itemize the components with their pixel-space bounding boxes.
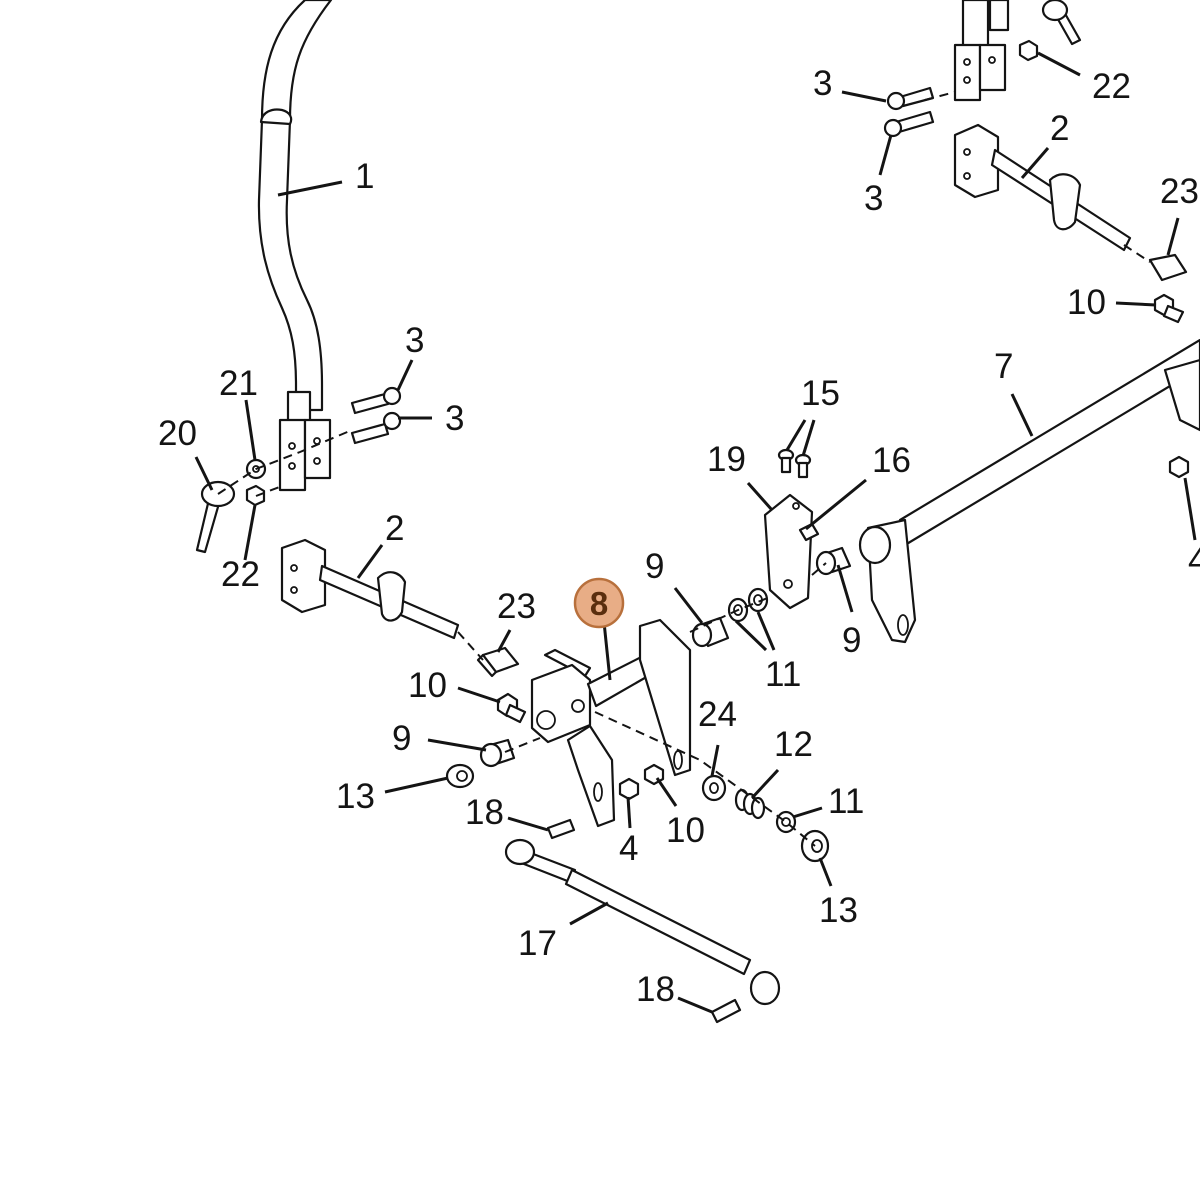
callout-3[interactable]: 3: [864, 179, 883, 218]
callout-23[interactable]: 23: [497, 587, 536, 626]
callout-7[interactable]: 7: [994, 347, 1013, 386]
part-9-spacer[interactable]: [479, 738, 516, 768]
callout-10[interactable]: 10: [666, 811, 705, 850]
callout-23[interactable]: 23: [1160, 172, 1199, 211]
highlight-badge: [573, 577, 625, 629]
callout-4[interactable]: 4: [1188, 541, 1200, 580]
part-10-bolt[interactable]: [496, 692, 527, 724]
callout-13[interactable]: 13: [336, 777, 375, 816]
part-17-gas-strut[interactable]: [504, 838, 781, 1006]
part-15-screw[interactable]: [794, 453, 812, 479]
part-19-bracket[interactable]: [763, 493, 814, 610]
callout-20[interactable]: 20: [158, 414, 197, 453]
callout-15[interactable]: 15: [801, 374, 840, 413]
callout-19[interactable]: 19: [707, 440, 746, 479]
part-18-ball-stud[interactable]: [546, 818, 576, 840]
part-24-washer[interactable]: [701, 774, 727, 802]
part-3-bolt[interactable]: [886, 86, 935, 111]
callout-9[interactable]: 9: [842, 621, 861, 660]
part-22-nut[interactable]: [1018, 39, 1039, 62]
part-12-spring[interactable]: [734, 788, 766, 820]
callout-13[interactable]: 13: [819, 891, 858, 930]
callout-4[interactable]: 4: [619, 829, 638, 868]
part-22-nut[interactable]: [245, 484, 266, 507]
callout-9[interactable]: 9: [392, 719, 411, 758]
callout-3[interactable]: 3: [405, 321, 424, 360]
callout-2[interactable]: 2: [385, 509, 404, 548]
callout-9[interactable]: 9: [645, 547, 664, 586]
callout-1[interactable]: 1: [355, 157, 374, 196]
part-2-pivot-shaft[interactable]: [280, 538, 460, 640]
callout-3[interactable]: 3: [813, 64, 832, 103]
leader-lines: [194, 51, 1197, 1014]
part-15-screw[interactable]: [777, 448, 795, 474]
part-10-bolt[interactable]: [1153, 293, 1185, 324]
callout-2[interactable]: 2: [1050, 109, 1069, 148]
part-23-bushing[interactable]: [1148, 253, 1188, 282]
part-3-bolt[interactable]: [350, 411, 402, 445]
part-18-ball-stud[interactable]: [710, 998, 742, 1024]
part-1-handle-fragment[interactable]: [953, 0, 1010, 102]
callout-8: 8: [590, 585, 608, 622]
callout-24[interactable]: 24: [698, 695, 737, 734]
part-23-bushing[interactable]: [476, 646, 520, 678]
callouts: 1 2 2 3 3 3 3 4 4 7 9 9 9 10 10 10 11 11…: [158, 64, 1200, 1009]
callout-10[interactable]: 10: [408, 666, 447, 705]
part-9-spacer[interactable]: [815, 546, 852, 576]
part-1-handle[interactable]: [257, 0, 333, 492]
part-11-washer[interactable]: [747, 587, 769, 613]
callout-10[interactable]: 10: [1067, 283, 1106, 322]
callout-11[interactable]: 11: [828, 782, 864, 821]
part-4-nut[interactable]: [618, 777, 640, 801]
callout-22[interactable]: 22: [221, 555, 260, 594]
callout-12[interactable]: 12: [774, 725, 813, 764]
part-20-lever-knob[interactable]: [195, 480, 236, 554]
callout-18[interactable]: 18: [465, 793, 504, 832]
part-4-nut-fragment[interactable]: [1168, 455, 1190, 479]
part-2-pivot-shaft[interactable]: [953, 123, 1132, 252]
callout-22[interactable]: 22: [1092, 67, 1131, 106]
part-20-lever-knob[interactable]: [1041, 0, 1082, 46]
callout-11[interactable]: 11: [765, 655, 801, 694]
callout-18[interactable]: 18: [636, 970, 675, 1009]
callout-3[interactable]: 3: [445, 399, 464, 438]
callout-16[interactable]: 16: [872, 441, 911, 480]
part-8-shaft-bracket[interactable]: [530, 618, 692, 828]
highlighted-callout-8[interactable]: 8: [573, 577, 625, 629]
part-13-nut[interactable]: [445, 763, 475, 789]
part-3-bolt[interactable]: [883, 110, 935, 138]
callout-21[interactable]: 21: [219, 364, 258, 403]
part-7-cross-tube[interactable]: [858, 338, 1200, 644]
part-11-washer[interactable]: [775, 810, 797, 834]
part-3-bolt[interactable]: [350, 386, 402, 415]
callout-17[interactable]: 17: [518, 924, 557, 963]
